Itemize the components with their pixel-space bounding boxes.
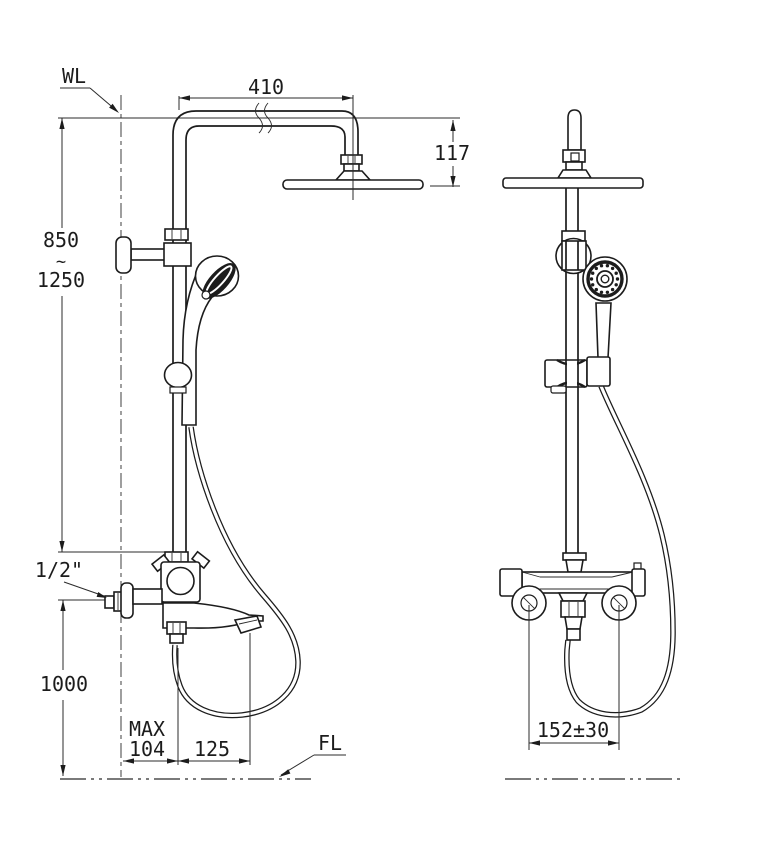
dim-152-text: 152±30 xyxy=(537,718,609,742)
dim-tilde-text: ~ xyxy=(56,252,66,272)
tub-spout xyxy=(162,602,264,644)
dim-850-text: 850 xyxy=(43,228,79,252)
side-mixer-left-cap xyxy=(499,568,523,597)
side-head-flange xyxy=(556,169,593,179)
side-mixer-valve xyxy=(499,552,646,641)
dimension-410: 410 xyxy=(178,75,354,200)
dim-1000-text: 1000 xyxy=(40,672,88,696)
valve-knob xyxy=(166,566,195,596)
floor-line-label: FL xyxy=(279,731,346,777)
wl-text: WL xyxy=(62,64,86,88)
side-rain-shower-head xyxy=(502,109,644,189)
dim-125-text: 125 xyxy=(194,737,230,761)
side-hand-shower xyxy=(582,256,628,359)
side-mixer-right-cap xyxy=(631,568,646,597)
pipe-break-symbol xyxy=(255,102,263,134)
dim-1250-text: 1250 xyxy=(37,268,85,292)
hand-shower-handle xyxy=(181,266,213,426)
side-wall-bracket xyxy=(555,230,592,275)
wall-bracket xyxy=(115,228,192,274)
spray-nozzle-dots xyxy=(589,264,620,294)
supply-arm xyxy=(132,588,163,605)
dim-410-text: 410 xyxy=(248,75,284,99)
front-view: 410 117 850 ~ 1250 1000 xyxy=(35,64,470,780)
bracket-arm xyxy=(130,248,166,261)
fl-text: FL xyxy=(318,731,342,755)
shower-hose xyxy=(171,426,301,719)
side-view: 152±30 xyxy=(499,109,683,780)
dimension-152: 152±30 xyxy=(528,605,620,750)
mixer-valve xyxy=(150,550,211,603)
dim-104-text: 104 xyxy=(129,737,165,761)
side-shower-hose xyxy=(564,384,676,718)
valve-bottom-nut xyxy=(166,621,187,635)
side-head-disc xyxy=(502,177,644,189)
dimension-104-125: MAX 104 125 xyxy=(123,633,251,765)
side-hose-fitting xyxy=(566,628,581,641)
dim-117-text: 117 xyxy=(434,141,470,165)
wall-supply-connection xyxy=(104,582,163,619)
dimension-1000: 1000 xyxy=(40,600,88,776)
half-inch-text: 1/2" xyxy=(35,558,83,582)
supply-size-label: 1/2" xyxy=(35,558,107,598)
bracket-flange xyxy=(115,236,132,274)
side-arm-top xyxy=(567,109,582,151)
dimension-117: 117 xyxy=(430,120,470,187)
side-hand-shower-handle xyxy=(595,302,612,359)
bracket-nut xyxy=(164,228,189,241)
side-shower-holder xyxy=(544,356,611,394)
riser-and-arm-pipe xyxy=(172,102,359,552)
max-label: MAX xyxy=(129,717,165,741)
dimension-850-1250: 850 ~ 1250 xyxy=(37,118,85,552)
spout-outlet xyxy=(233,615,263,634)
hand-shower-nub xyxy=(201,290,211,300)
head-connector-nut xyxy=(340,154,363,165)
slider-ball xyxy=(163,361,193,394)
supply-flange xyxy=(120,582,134,619)
hand-shower xyxy=(181,255,240,426)
hose-fitting xyxy=(169,633,184,644)
wall-line-label: WL xyxy=(60,64,119,113)
bracket-clamp xyxy=(163,242,192,267)
